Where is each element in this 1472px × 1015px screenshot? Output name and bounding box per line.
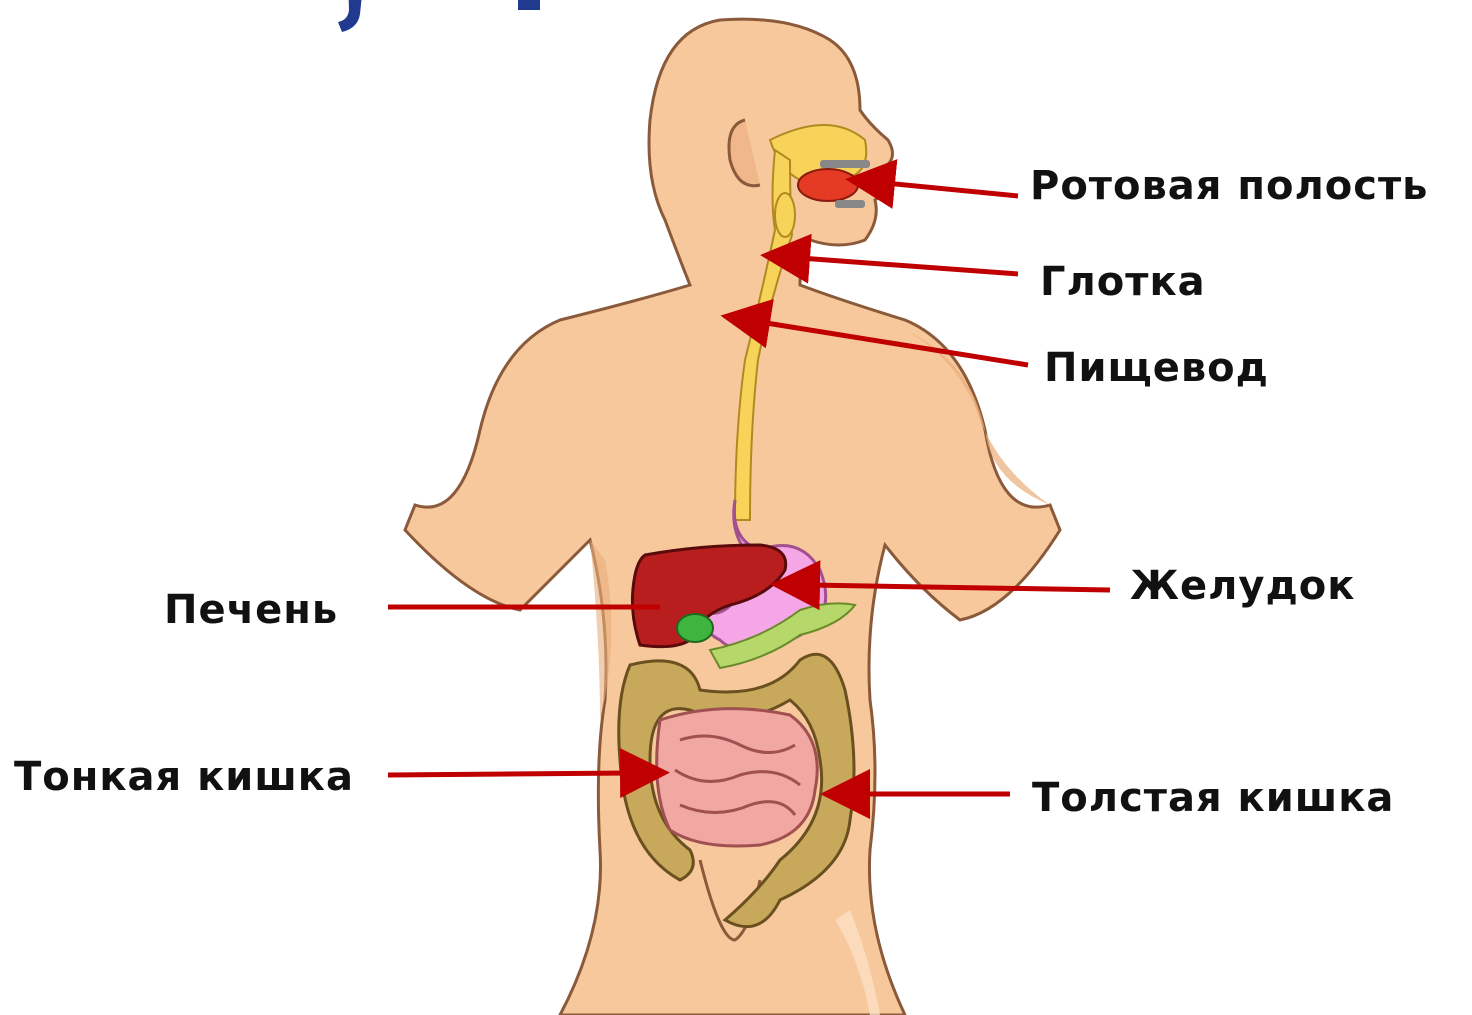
label-large-intestine: Толстая кишка xyxy=(1032,778,1394,818)
arrow-pharynx xyxy=(800,258,1018,274)
arrow-small-intestine xyxy=(388,773,630,775)
label-pharynx: Глотка xyxy=(1040,262,1206,302)
label-small-intestine: Тонкая кишка xyxy=(14,757,354,797)
label-mouth-cavity: Ротовая полость xyxy=(1030,166,1428,206)
small-intestine-organ xyxy=(657,709,818,846)
label-liver: Печень xyxy=(164,590,338,630)
arrow-mouth xyxy=(885,183,1018,196)
gallbladder-organ xyxy=(677,614,713,642)
label-esophagus: Пищевод xyxy=(1044,348,1269,388)
label-stomach: Желудок xyxy=(1130,566,1355,606)
